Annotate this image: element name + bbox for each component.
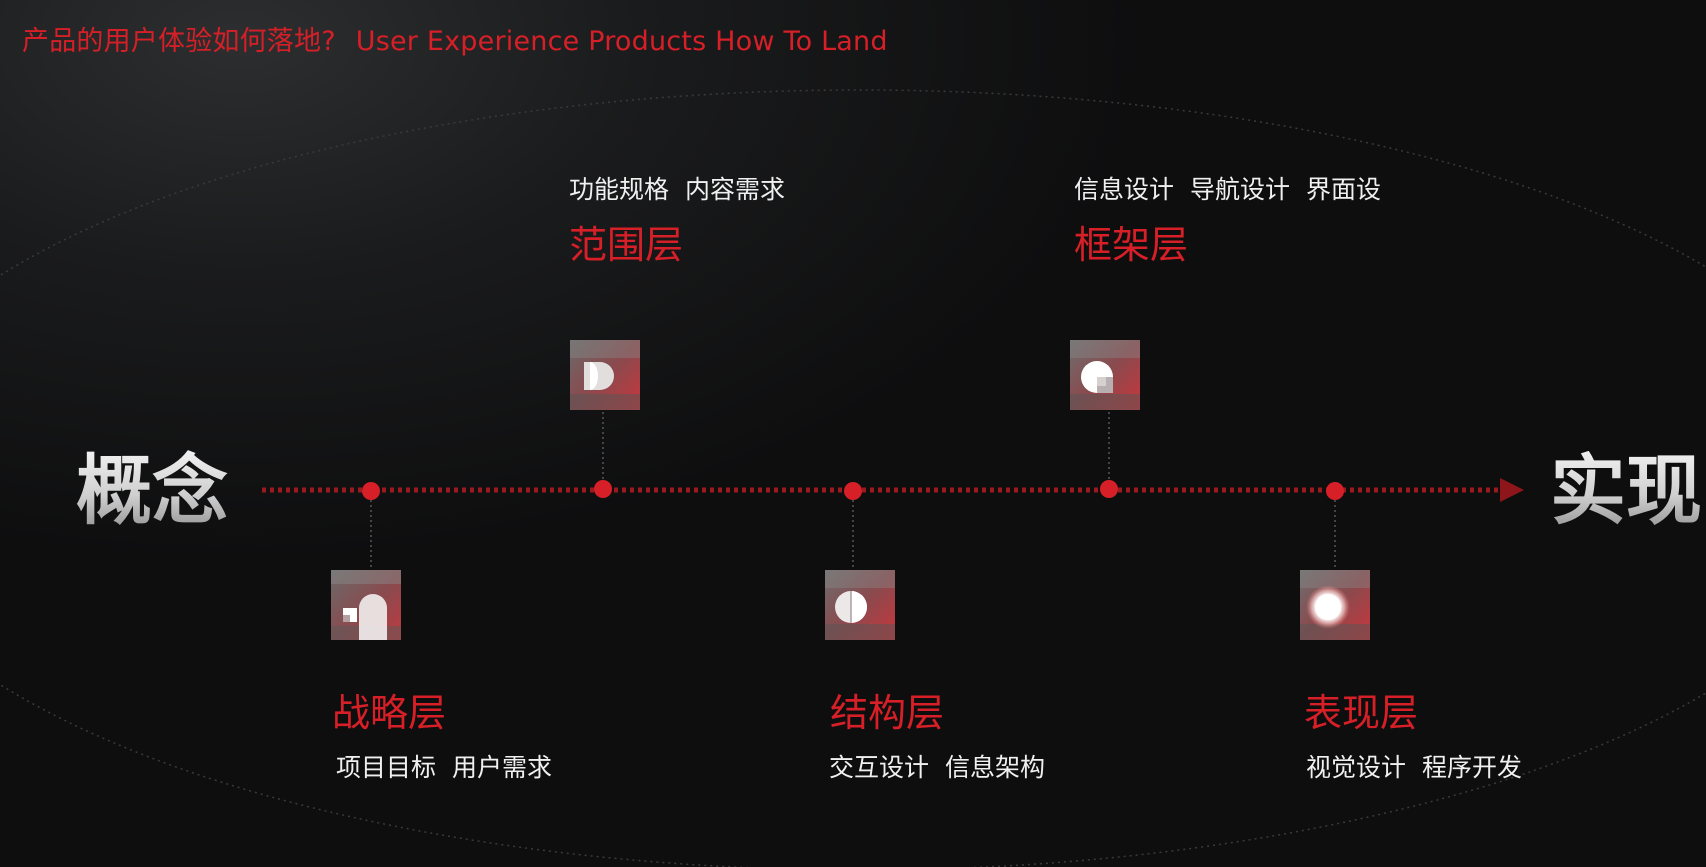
start-label: 概念 — [76, 446, 228, 536]
layer-item: 界面设 — [1306, 175, 1381, 204]
layer-item: 用户需求 — [452, 753, 552, 782]
circle-cutout-icon — [1070, 340, 1140, 410]
timeline-node-5 — [1326, 482, 1344, 500]
end-label: 实现 — [1550, 446, 1702, 536]
timeline-node-4 — [1100, 480, 1118, 498]
layer-items-structure: 交互设计信息架构 — [829, 752, 1045, 784]
layer-item: 程序开发 — [1422, 753, 1522, 782]
split-circle-icon — [825, 570, 895, 640]
timeline-node-2 — [594, 480, 612, 498]
layer-items-skeleton: 信息设计导航设计界面设 — [1074, 174, 1381, 206]
layer-items-strategy: 项目目标用户需求 — [336, 752, 552, 784]
layer-items-surface: 视觉设计程序开发 — [1306, 752, 1522, 784]
timeline-node-1 — [362, 482, 380, 500]
layer-title-skeleton: 框架层 — [1074, 222, 1188, 268]
layer-item: 信息架构 — [945, 753, 1045, 782]
layer-item: 交互设计 — [829, 753, 929, 782]
glowing-circle-icon — [1300, 570, 1370, 640]
layer-item: 功能规格 — [569, 175, 669, 204]
layer-item: 视觉设计 — [1306, 753, 1406, 782]
timeline-arrow-icon — [1500, 478, 1524, 502]
d-shape-icon — [570, 340, 640, 410]
layer-item: 信息设计 — [1074, 175, 1174, 204]
layer-items-scope: 功能规格内容需求 — [569, 174, 785, 206]
layer-title-scope: 范围层 — [569, 222, 683, 268]
layer-title-structure: 结构层 — [830, 690, 944, 736]
half-pill-icon — [331, 570, 401, 640]
layer-item: 项目目标 — [336, 753, 436, 782]
layer-item: 内容需求 — [685, 175, 785, 204]
layer-title-surface: 表现层 — [1304, 690, 1418, 736]
layer-title-strategy: 战略层 — [332, 690, 446, 736]
layer-item: 导航设计 — [1190, 175, 1290, 204]
timeline-node-3 — [844, 482, 862, 500]
